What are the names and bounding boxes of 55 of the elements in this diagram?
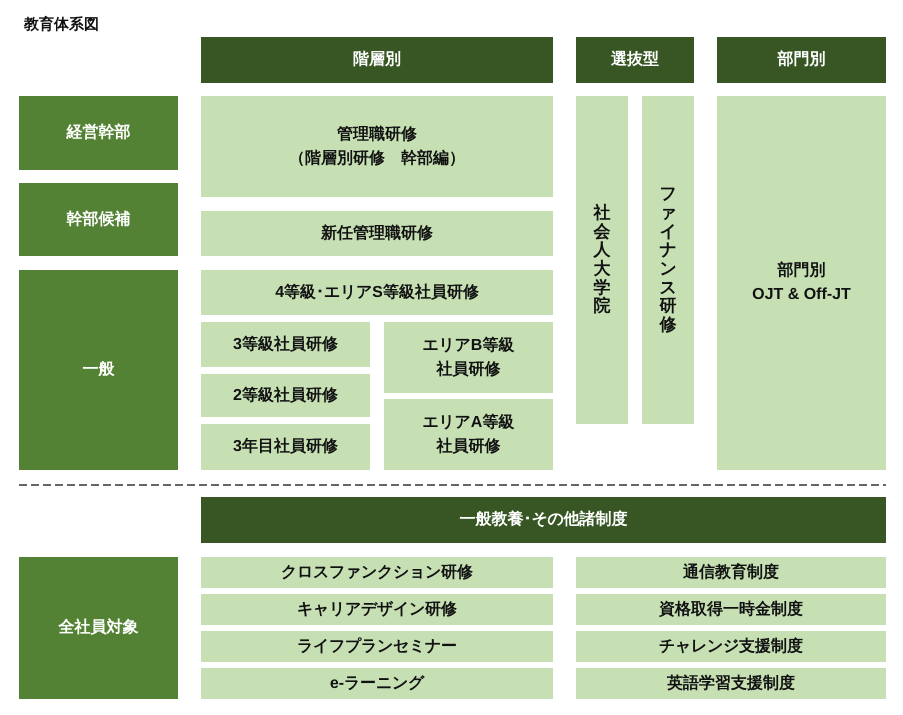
- course-label: 3等級社員研修: [233, 334, 338, 354]
- header-bar: [201, 497, 886, 543]
- course-label: 部門別 OJT & Off-JT: [752, 260, 851, 305]
- course-box: [201, 211, 553, 256]
- course-label: エリアA等級社員研修: [422, 412, 514, 456]
- category-label: 全社員対象: [58, 617, 138, 638]
- header-label: 階層別: [353, 50, 401, 70]
- course-box: [201, 374, 370, 417]
- course-box: [576, 668, 886, 699]
- course-box: [384, 399, 553, 470]
- header-bar: [576, 37, 694, 83]
- category-label: 幹部候補: [66, 209, 130, 230]
- category-box: [19, 183, 178, 256]
- header-label: 一般教養･その他諸制度: [460, 509, 628, 530]
- course-box: [576, 557, 886, 588]
- course-box: [717, 96, 886, 470]
- header-label: 部門別: [778, 49, 826, 70]
- category-box: [19, 270, 178, 470]
- vertical-course-label: ファイナンス研修: [660, 185, 676, 335]
- course-box: [201, 270, 553, 315]
- course-box: [384, 322, 553, 393]
- course-box: [201, 96, 553, 197]
- course-label: クロスファンクション研修: [281, 562, 473, 582]
- course-label: キャリアデザイン研修: [297, 600, 457, 620]
- header-bar: [201, 37, 553, 83]
- header-label: 選抜型: [611, 50, 659, 70]
- course-label: 新任管理職研修: [321, 223, 433, 244]
- category-box: [19, 96, 178, 170]
- course-box: [201, 322, 370, 367]
- course-box: [201, 424, 370, 470]
- course-label: エリアB等級社員研修: [422, 336, 514, 380]
- course-label: 資格取得一時金制度: [659, 599, 803, 620]
- course-label: 3年目社員研修: [233, 436, 338, 457]
- course-box: [201, 594, 553, 625]
- course-label: 2等級社員研修: [233, 386, 338, 406]
- course-label: 管理職研修（階層別研修 幹部編）: [289, 124, 465, 168]
- course-box: [201, 668, 553, 699]
- course-label: チャレンジ支援制度: [659, 636, 803, 656]
- course-label: 英語学習支援制度: [667, 673, 795, 694]
- header-bar: [717, 37, 886, 83]
- course-label: 通信教育制度: [683, 562, 779, 582]
- course-box: [201, 631, 553, 662]
- course-box: [642, 96, 694, 424]
- course-box: [201, 557, 553, 588]
- course-label: e-ラーニング: [330, 674, 424, 694]
- category-label: 一般: [82, 360, 114, 380]
- category-box: [19, 557, 178, 699]
- course-box: [576, 96, 628, 424]
- course-box: [576, 631, 886, 662]
- diagram-title: 教育体系図: [24, 15, 99, 34]
- vertical-course-label: 社会人大学院: [594, 204, 610, 316]
- course-box: [576, 594, 886, 625]
- category-label: 経営幹部: [66, 122, 130, 143]
- course-label: 4等級･エリアS等級社員研修: [275, 282, 479, 302]
- course-label: ライフプランセミナー: [297, 636, 457, 656]
